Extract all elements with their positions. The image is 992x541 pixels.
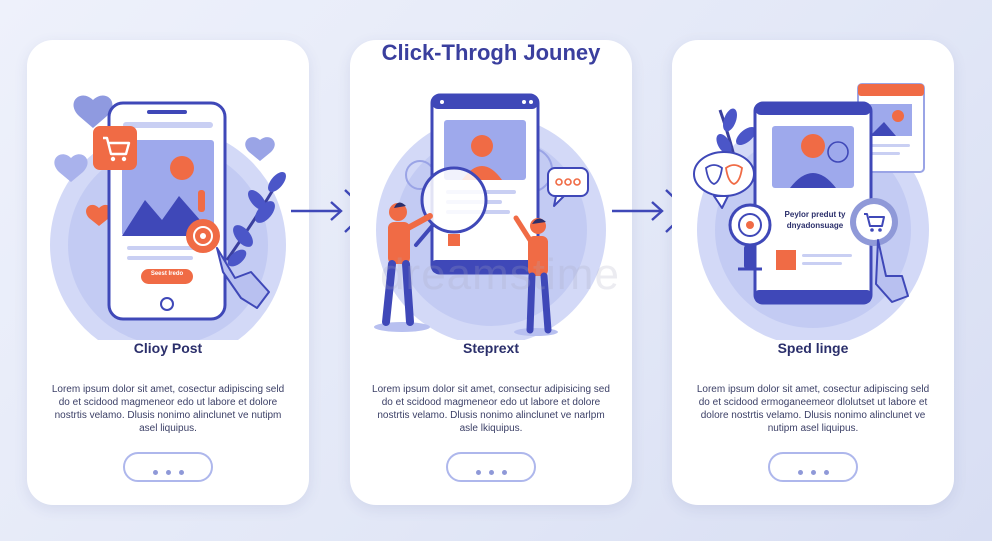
card-2-title: Steprext xyxy=(462,340,520,356)
card-1-illustration xyxy=(50,95,286,340)
card-3-illustration xyxy=(693,83,929,340)
onboarding-card-2: Steprext Lorem ipsum dolor sit amet, con… xyxy=(350,40,632,505)
card-1-description: Lorem ipsum dolor sit amet, cosectur adi… xyxy=(51,384,285,434)
target-icon xyxy=(728,203,772,271)
card-2-pager-button[interactable] xyxy=(446,452,536,482)
page-indicator-dots xyxy=(125,470,211,475)
heart-icon xyxy=(54,154,88,182)
cart-icon xyxy=(850,198,898,246)
target-icon xyxy=(186,219,220,253)
masks-icon xyxy=(693,151,755,209)
tablet-mockup xyxy=(753,101,873,305)
onboarding-card-1: Seest Iredo Clioy Post Lorem ipsum dolor… xyxy=(27,40,309,505)
chat-bubble-icon xyxy=(547,167,589,207)
heart-icon xyxy=(245,137,275,161)
card-3-title: Sped linge xyxy=(777,340,849,356)
screen-caption-line-2: dnyadonsuage xyxy=(786,221,844,230)
card-2-description: Lorem ipsum dolor sit amet, consectur ad… xyxy=(372,384,610,434)
page-indicator-dots xyxy=(770,470,856,475)
onboarding-card-3: Peylor predut ty dnyadonsuage Sped linge… xyxy=(672,40,954,505)
page-title: Click-Throgh Jouney xyxy=(381,40,601,65)
cart-icon xyxy=(93,126,137,170)
pointer-hand-icon xyxy=(875,239,909,303)
card-3-pager-button[interactable] xyxy=(768,452,858,482)
card-3-description: Lorem ipsum dolor sit amet, cosectur adi… xyxy=(696,384,930,434)
phone-cta-button xyxy=(141,269,193,284)
heart-icon xyxy=(73,95,113,128)
person-figure xyxy=(513,215,558,336)
browser-window xyxy=(857,83,925,173)
phone-cta-button-label[interactable]: Seest Iredo xyxy=(150,271,184,277)
card-2-illustration xyxy=(374,93,606,340)
person-figure xyxy=(374,202,433,332)
magnifier-icon xyxy=(414,166,488,247)
card-1-title: Clioy Post xyxy=(133,340,203,356)
screen-caption-line-1: Peylor predut ty xyxy=(784,210,846,219)
page-indicator-dots xyxy=(448,470,534,475)
heart-icon xyxy=(86,204,112,226)
card-1-pager-button[interactable] xyxy=(123,452,213,482)
leaf-icon xyxy=(225,172,286,267)
pointer-hand-icon xyxy=(216,247,270,309)
